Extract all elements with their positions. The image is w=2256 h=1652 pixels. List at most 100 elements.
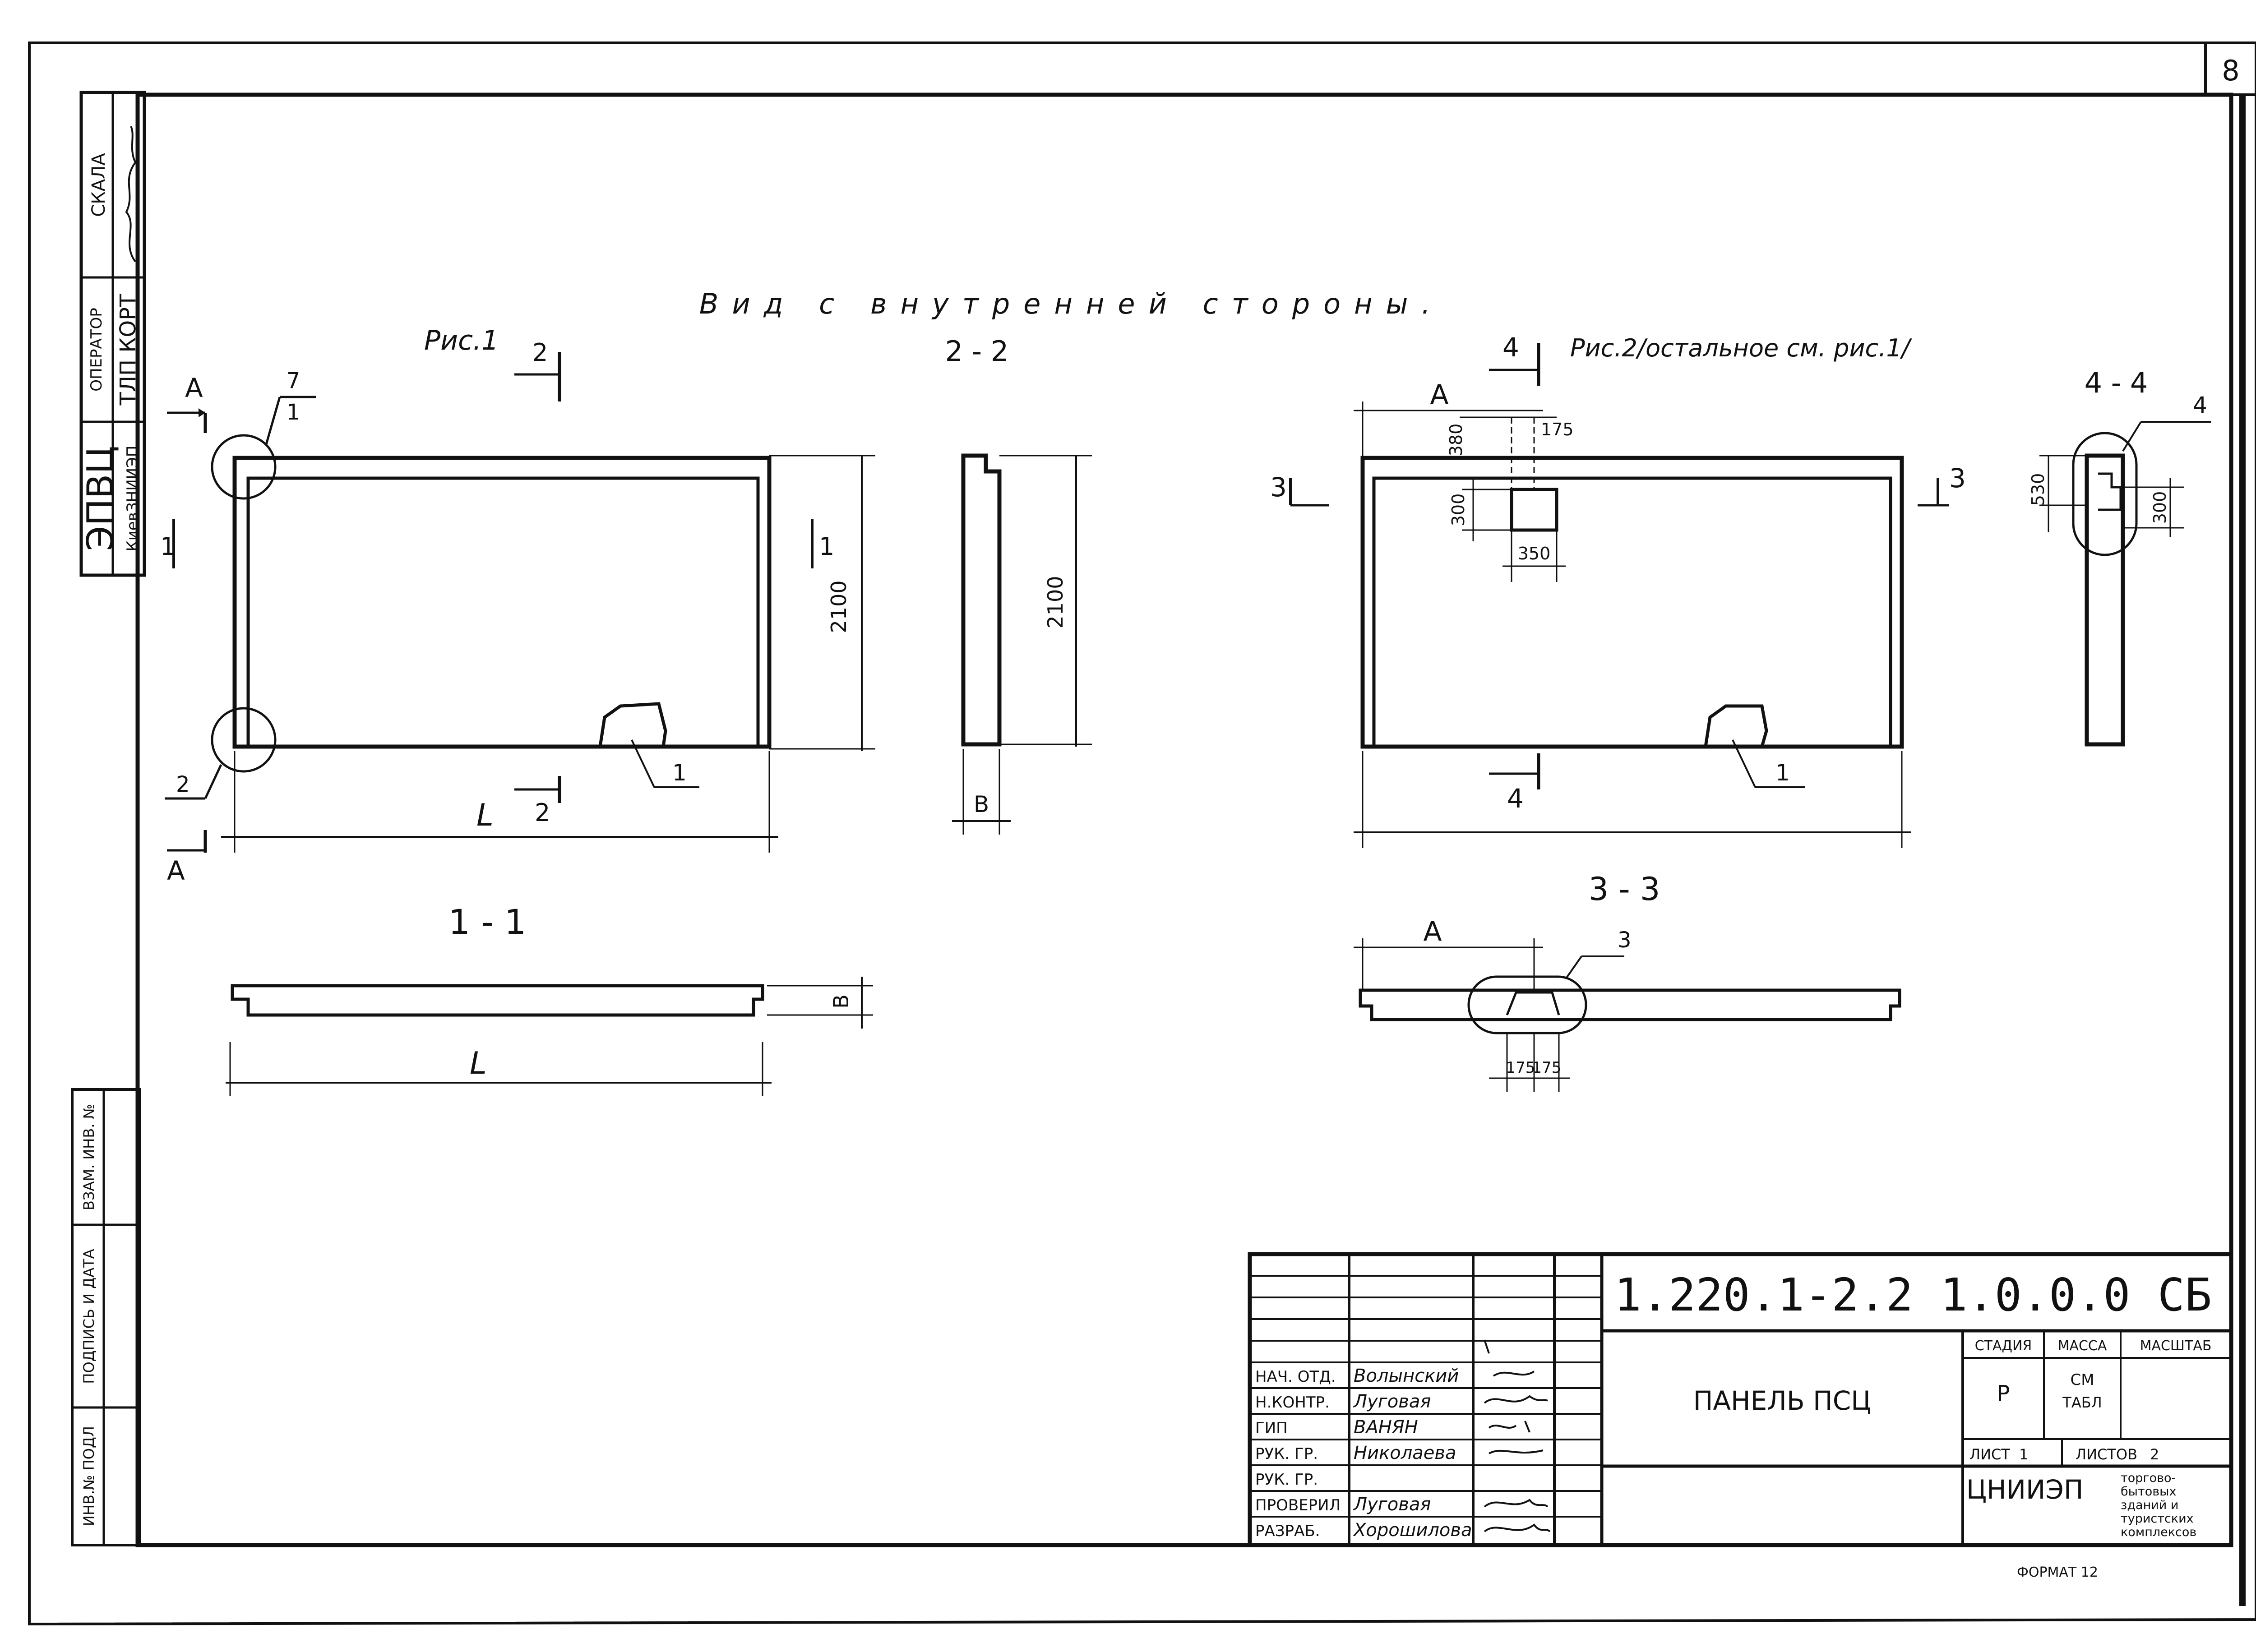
fig2-cut-4-bottom: 4 — [1507, 783, 1524, 814]
fig1-callout-7-sheet: 1 — [287, 400, 300, 425]
section-2-2-profile — [961, 453, 1002, 747]
staff-role-5: РУК. ГР. — [1255, 1471, 1318, 1489]
fig1-front-view: Рис.1 7 1 2 1 А А 2 2 1 — [160, 325, 875, 886]
fig1-mark-1-label: 1 — [672, 760, 687, 786]
fig1-label: Рис.1 — [424, 325, 499, 356]
fig2-front-view: Рис.2/остальное см. рис.1/ 380 175 300 3… — [1270, 332, 1966, 848]
stamp-vzam: ВЗАМ. ИНВ. № — [80, 1104, 97, 1210]
staff-name-3: ВАНЯН — [1354, 1417, 1418, 1438]
fig2-panel-outer — [1360, 456, 1904, 749]
title-block: НАЧ. ОТД. Волынский Н.КОНТР. Луговая ГИП… — [1248, 1252, 2233, 1547]
staff-role-4: РУК. ГР. — [1255, 1445, 1318, 1463]
section-4-4-dim-300: 300 — [2150, 491, 2170, 524]
staff-name-4: Николаева — [1354, 1443, 1456, 1463]
section-2-2-label: 2 - 2 — [945, 335, 1009, 368]
section-3-3-dim-175-left: 175 — [1506, 1059, 1535, 1077]
title-block-mass-value-1: СМ — [2070, 1371, 2094, 1389]
section-1-1-dim-B: В — [829, 994, 853, 1009]
section-1-1-profile — [231, 984, 764, 1017]
stamp-kiev: КиевЗНИИЭП — [124, 446, 142, 552]
title-block-org-desc-5: комплексов — [2121, 1525, 2196, 1539]
fig1-callout-circle-top — [211, 434, 277, 500]
inner-frame — [135, 92, 2233, 1547]
section-3-3-callout-oval — [1467, 975, 1587, 1034]
signature-scribbles — [1484, 1339, 1551, 1532]
section-3-3-label: 3 - 3 — [1589, 871, 1660, 908]
stamp-operator: ОПЕРАТОР — [88, 308, 106, 392]
staff-name-1: Волынский — [1354, 1366, 1459, 1386]
staff-role-7: РАЗРАБ. — [1255, 1522, 1320, 1540]
title-block-org-desc-1: торгово- — [2121, 1471, 2176, 1485]
fig1-mark-1-shape — [598, 702, 667, 748]
title-block-mass-header: МАССА — [2058, 1338, 2107, 1354]
title-block-doc-code: 1.220.1-2.2 1.0.0.0 СБ — [1614, 1269, 2212, 1321]
fig1-callout-2: 2 — [176, 772, 190, 797]
fig1-dim-2100: 2100 — [827, 580, 851, 633]
title-block-title: ПАНЕЛЬ ПСЦ — [1693, 1385, 1872, 1416]
fig2-label: Рис.2/остальное см. рис.1/ — [1570, 334, 1913, 362]
stamp-skala: СКАЛА — [88, 153, 109, 217]
title-block-org-desc-3: зданий и — [2121, 1498, 2178, 1512]
section-3-3-profile — [1359, 988, 1901, 1021]
fig2-cut-4-top: 4 — [1502, 332, 1519, 363]
staff-name-6: Луговая — [1353, 1494, 1431, 1515]
title-block-scale-header: МАСШТАБ — [2140, 1338, 2212, 1354]
section-3-3-dim-A: А — [1423, 916, 1442, 947]
title-block-stage-value: Р — [1997, 1381, 2010, 1406]
section-4-4-callout-oval — [2072, 432, 2138, 556]
fig2-dim-175: 175 — [1541, 420, 1574, 439]
page-number-box — [2204, 42, 2256, 96]
section-3-3: 3 - 3 3 А 175 175 — [1354, 871, 1901, 1092]
title-block-sheets-label: ЛИСТОВ — [2076, 1446, 2137, 1463]
drawing-heading: Вид с внутренней стороны. — [699, 287, 1444, 320]
fig1-cut-1-right: 1 — [819, 532, 834, 561]
stamp-signature-scribble — [125, 126, 137, 263]
format-label: ФОРМАТ 12 — [2017, 1564, 2098, 1580]
fig1-cut-1-left: 1 — [160, 532, 176, 561]
staff-role-2: Н.КОНТР. — [1255, 1394, 1330, 1412]
title-block-staff-rows: НАЧ. ОТД. Волынский Н.КОНТР. Луговая ГИП… — [1255, 1366, 1472, 1541]
fig2-mark-1-label: 1 — [1775, 760, 1790, 786]
stamp-podpis: ПОДПИСЬ И ДАТА — [80, 1249, 97, 1384]
fig2-mark-1-shape — [1703, 704, 1768, 748]
fig1-panel-inner — [246, 476, 760, 747]
title-block-sheet-value: 1 — [2019, 1446, 2028, 1463]
section-3-3-dim-175-right: 175 — [1532, 1059, 1562, 1077]
stamp-epvc: ЭПВЦ — [79, 446, 121, 551]
section-2-2-dim-2100: 2100 — [1043, 576, 1068, 628]
stamp-inv: ИНВ.№ ПОДЛ — [80, 1426, 97, 1526]
title-block-org: ЦНИИЭП — [1966, 1474, 2084, 1505]
title-block-org-desc-4: туристских — [2121, 1512, 2194, 1526]
fig2-panel-inner — [1372, 476, 1892, 747]
section-3-3-callout-3: 3 — [1618, 928, 1632, 953]
section-2-2: 2 - 2 2100 В — [945, 335, 1092, 835]
fig2-cut-3-left: 3 — [1270, 472, 1287, 503]
fig1-cut-2-top: 2 — [532, 338, 548, 367]
fig1-panel-outer — [232, 456, 772, 749]
title-block-sheets-value: 2 — [2150, 1446, 2159, 1463]
fig1-dim-L: L — [476, 798, 494, 833]
left-stamp-top: СКАЛА ОПЕРАТОР ТЛП КОРТ ЭПВЦ КиевЗНИИЭП — [79, 91, 146, 577]
fig2-dim-300: 300 — [1448, 494, 1468, 526]
fig2-dim-A: А — [1430, 379, 1448, 411]
section-4-4: 4 - 4 4 530 300 — [2028, 366, 2211, 747]
left-stamp-bottom: ВЗАМ. ИНВ. № ПОДПИСЬ И ДАТА ИНВ.№ ПОДЛ — [71, 1088, 141, 1546]
section-4-4-label: 4 - 4 — [2085, 366, 2148, 399]
fig1-cut-2-bottom: 2 — [535, 798, 550, 827]
outer-border — [28, 42, 2256, 1626]
section-1-1-label: 1 - 1 — [448, 902, 526, 942]
staff-name-7: Хорошилова — [1353, 1520, 1472, 1541]
stamp-tlp: ТЛП КОРТ — [116, 294, 141, 406]
title-block-sheet-label: ЛИСТ — [1969, 1446, 2010, 1463]
staff-role-3: ГИП — [1255, 1419, 1288, 1437]
title-block-stage-header: СТАДИЯ — [1975, 1338, 2032, 1354]
title-block-mass-value-2: ТАБЛ — [2062, 1394, 2102, 1411]
fig2-dim-350: 350 — [1518, 544, 1551, 563]
staff-name-2: Луговая — [1353, 1391, 1431, 1412]
fig2-dim-380: 380 — [1446, 424, 1466, 457]
section-4-4-profile — [2085, 453, 2125, 747]
title-block-org-desc-2: бытовых — [2121, 1485, 2176, 1499]
staff-role-6: ПРОВЕРИЛ — [1255, 1496, 1341, 1514]
fig1-callout-circle-bottom — [211, 707, 277, 773]
